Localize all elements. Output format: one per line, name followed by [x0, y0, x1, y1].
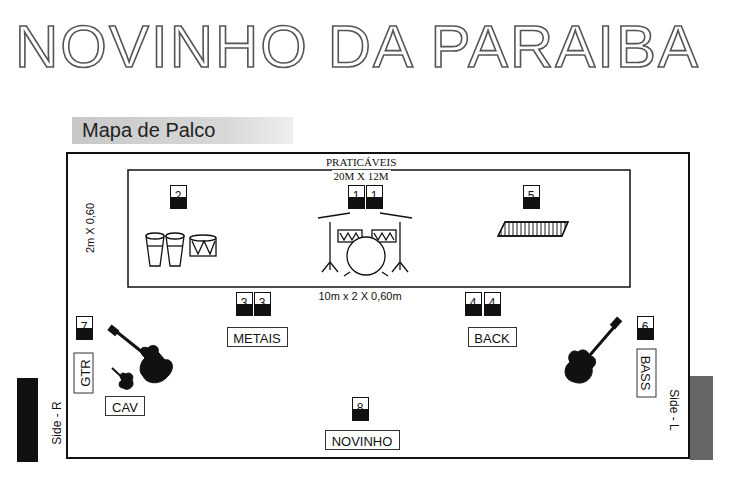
callout-number: 1: [348, 185, 365, 209]
position-label: GTR: [77, 359, 92, 386]
side-label: Side - L: [666, 387, 680, 432]
callout-number: 5: [523, 185, 540, 209]
callout-number: 2: [170, 185, 187, 209]
dimension-label: 20M X 12M: [332, 170, 391, 182]
callout-number-text: 4: [489, 297, 496, 309]
dimension-label: 10m x 2 X 0,60m: [317, 290, 404, 302]
bass-symbol: [565, 317, 622, 383]
callout-number: 3: [254, 292, 271, 316]
callout-number-text: 3: [241, 297, 248, 309]
callout-number-text: 6: [642, 321, 649, 333]
riser-outline: [128, 170, 630, 287]
position-label: METAIS: [233, 331, 280, 346]
page-title: NOVINHO DA PARAIBA: [15, 12, 700, 81]
callout-number-text: 5: [528, 190, 535, 202]
callout-number-text: 2: [175, 190, 182, 202]
callout-number-text: 1: [353, 190, 360, 202]
callout-number: 1: [366, 185, 383, 209]
keyboard-symbol: [498, 222, 568, 236]
callout-number: 7: [76, 316, 93, 340]
dimension-label: 2m X 0,60: [84, 201, 96, 255]
position-label: Mapa de Palco: [82, 119, 215, 142]
position-box: BACK: [468, 327, 517, 347]
position-box: CAV: [105, 396, 145, 416]
callout-number: 6: [637, 316, 654, 340]
callout-number: 4: [465, 292, 482, 316]
position-box: BASS: [636, 349, 656, 398]
position-label: BASS: [637, 356, 652, 391]
position-box: NOVINHO: [325, 430, 400, 450]
callout-number-text: 7: [81, 321, 88, 333]
position-box: GTR: [73, 353, 93, 394]
position-box: METAIS: [227, 327, 288, 347]
callout-number: 3: [236, 292, 253, 316]
guitar-symbol: [108, 325, 172, 389]
side-speaker: [17, 378, 38, 462]
callout-number: 8: [352, 397, 369, 421]
side-speaker: [690, 376, 713, 460]
position-label: CAV: [112, 400, 138, 415]
callout-number-text: 4: [470, 297, 477, 309]
stage-outline: [67, 153, 689, 458]
drum-kit-symbol: [318, 213, 412, 276]
percussion-symbol: [146, 233, 216, 266]
callout-number-text: 3: [259, 297, 266, 309]
section-band: Mapa de Palco: [72, 117, 293, 144]
dimension-label: PRATICÁVEIS: [324, 156, 398, 168]
callout-number: 4: [484, 292, 501, 316]
callout-number-text: 1: [371, 190, 378, 202]
position-label: BACK: [474, 331, 509, 346]
side-label: Side - R: [49, 399, 63, 446]
callout-number-text: 8: [357, 402, 364, 414]
position-label: NOVINHO: [332, 434, 393, 449]
